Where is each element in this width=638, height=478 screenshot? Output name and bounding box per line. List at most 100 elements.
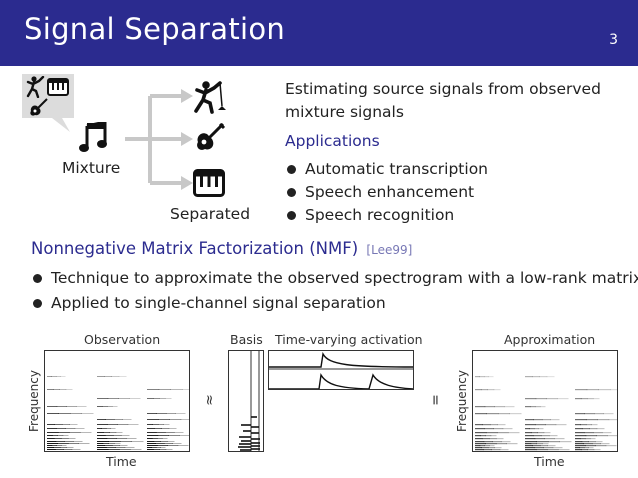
- spectrogram-streak: [118, 376, 127, 377]
- spectrogram-streak: [165, 398, 172, 399]
- spectrogram-streak: [153, 398, 160, 399]
- spectrogram-streak: [575, 438, 581, 440]
- spectrogram-streak: [541, 435, 550, 437]
- spectrogram-streak: [147, 449, 154, 450]
- spectrogram-streak: [594, 413, 604, 415]
- spectrogram-streak: [543, 432, 551, 434]
- spectrogram-streak: [97, 447, 107, 448]
- spectrogram-streak: [122, 419, 132, 420]
- spectrogram-streak: [475, 424, 483, 426]
- spectrogram-streak: [499, 449, 509, 451]
- spectrogram-streak: [591, 424, 598, 426]
- spectrogram-streak: [596, 435, 608, 437]
- spectrogram-streak: [71, 449, 81, 450]
- spectrogram-streak: [552, 447, 563, 449]
- spectrogram-streak: [155, 451, 164, 452]
- spectrogram-streak: [108, 449, 120, 450]
- spectrogram-streak: [584, 447, 589, 449]
- approximation-spectrogram: [472, 350, 618, 452]
- spectrogram-streak: [475, 443, 486, 445]
- spectrogram-streak: [531, 432, 538, 434]
- spectrogram-streak: [66, 447, 74, 448]
- spectrogram-streak: [602, 432, 612, 434]
- spectrogram-streak: [177, 445, 189, 446]
- spectrogram-streak: [575, 432, 585, 434]
- spectrogram-streak: [581, 449, 588, 451]
- spectrogram-streak: [529, 428, 535, 430]
- spectrogram-streak: [147, 432, 157, 433]
- spectrogram-streak: [55, 441, 65, 442]
- spectrogram-streak: [160, 441, 168, 442]
- spectrogram-streak: [554, 438, 565, 440]
- spectrogram-streak: [540, 445, 548, 447]
- spectrogram-streak: [129, 398, 141, 399]
- spectrogram-streak: [533, 435, 542, 437]
- spectrogram-streak: [479, 445, 485, 447]
- spectrogram-streak: [545, 424, 557, 426]
- observation-label: Observation: [84, 332, 161, 347]
- spectrogram-streak: [593, 432, 603, 434]
- spectrogram-streak: [610, 389, 617, 391]
- spectrogram-streak: [61, 438, 69, 439]
- intro-line-2: mixture signals: [285, 103, 404, 121]
- spectrogram-streak: [497, 424, 506, 426]
- spectrogram-streak: [147, 447, 152, 448]
- spectrogram-streak: [102, 406, 108, 407]
- spectrogram-streak: [581, 441, 589, 443]
- spectrogram-streak: [525, 428, 530, 430]
- spectrogram-streak: [547, 445, 556, 447]
- spectrogram-streak: [53, 389, 60, 390]
- spectrogram-streak: [54, 438, 62, 439]
- spectrogram-streak: [530, 443, 537, 445]
- activation-label: Time-varying activation: [275, 332, 423, 347]
- spectrogram-streak: [475, 428, 485, 430]
- spectrogram-streak: [582, 428, 590, 430]
- approximation-spectrogram-image: [475, 376, 617, 452]
- spectrogram-streak: [487, 389, 495, 391]
- spectrogram-streak: [165, 432, 175, 433]
- spectrogram-streak: [475, 389, 482, 391]
- spectrogram-streak: [583, 451, 592, 452]
- spectrogram-streak: [598, 389, 611, 391]
- spectrogram-streak: [584, 413, 595, 415]
- spectrogram-streak: [131, 441, 144, 442]
- spectrogram-streak: [104, 376, 112, 377]
- spectrogram-streak: [115, 447, 126, 448]
- mixture-label: Mixture: [62, 159, 121, 177]
- spectrogram-streak: [534, 428, 539, 430]
- spectrogram-streak: [116, 438, 127, 439]
- spectrogram-streak: [112, 445, 120, 446]
- spectrogram-streak: [525, 443, 532, 445]
- spectrogram-streak: [164, 443, 173, 444]
- applications-heading: Applications: [285, 132, 380, 150]
- spectrogram-streak: [68, 438, 76, 439]
- spectrogram-streak: [63, 449, 73, 450]
- spectrogram-streak: [486, 432, 498, 434]
- spectrogram-streak: [587, 398, 594, 400]
- spectrogram-streak: [482, 438, 490, 440]
- spectrogram-streak: [161, 428, 170, 429]
- spectrogram-streak: [113, 435, 122, 436]
- approximation-time-axis-label: Time: [534, 454, 565, 469]
- spectrogram-streak: [166, 413, 176, 414]
- spectrogram-streak: [147, 398, 154, 399]
- spectrogram-streak: [535, 398, 547, 400]
- spectrogram-streak: [97, 435, 106, 436]
- nmf-heading-text: Nonnegative Matrix Factorization (NMF): [31, 239, 359, 258]
- spectrogram-streak: [475, 447, 482, 449]
- spectrogram-streak: [77, 451, 88, 452]
- spectrogram-streak: [484, 428, 494, 430]
- spectrogram-streak: [538, 428, 544, 430]
- nmf-bullet-single-channel: Applied to single-channel signal separat…: [33, 292, 386, 315]
- spectrogram-streak: [54, 424, 63, 425]
- spectrogram-streak: [479, 376, 485, 378]
- spectrogram-streak: [481, 447, 489, 449]
- spectrogram-streak: [119, 445, 128, 446]
- spectrogram-streak: [593, 398, 600, 400]
- spectrogram-streak: [587, 449, 595, 451]
- spectrogram-streak: [591, 451, 600, 452]
- spectrogram-streak: [506, 443, 518, 445]
- spectrogram-streak: [163, 424, 170, 425]
- spectrogram-streak: [558, 449, 570, 451]
- spectrogram-streak: [579, 447, 585, 449]
